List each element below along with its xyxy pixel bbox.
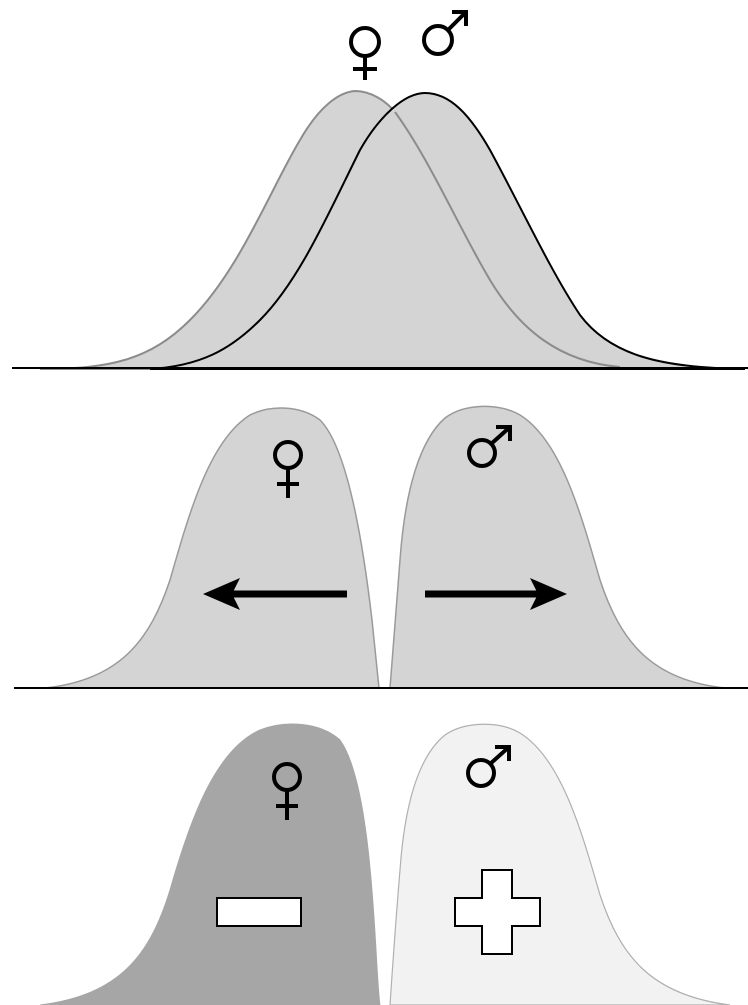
female-symbol [272,762,302,820]
arrow-left [203,578,347,610]
panel-signed-distributions [39,723,731,1005]
male-curve [389,723,731,1005]
female-symbol [273,440,303,498]
female-curve-overlap-line [394,111,621,368]
plus-sign [454,869,541,955]
male-symbol [467,425,512,468]
panel-diverging-distributions [14,405,748,689]
minus-sign [216,897,302,927]
male-curve [149,91,746,370]
female-symbol [349,26,381,80]
male-curve [389,405,726,689]
panel-overlapping-distributions [12,10,748,370]
female-curve [39,723,381,1005]
male-symbol [422,10,468,56]
female-curve [44,407,380,689]
male-symbol [466,745,511,788]
arrow-right [425,578,567,610]
